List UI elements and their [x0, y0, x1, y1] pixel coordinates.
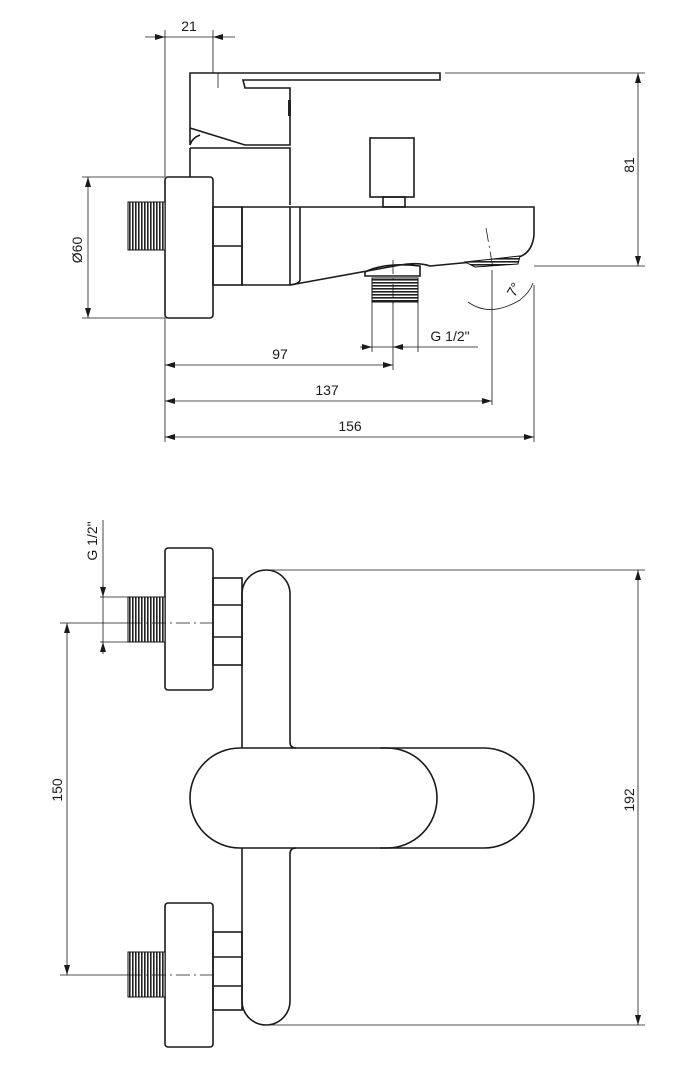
dim-spout-angle-label: 7°	[503, 280, 524, 300]
dim-spout-outlet-label: 137	[315, 382, 339, 398]
dim-outlet-thread-label: G 1/2"	[430, 328, 469, 344]
dim-flange-diameter-label: Ø60	[69, 237, 85, 264]
dimension-height: 81	[445, 72, 645, 267]
dimension-lengths: 97 137 156 G 1/2"	[164, 270, 535, 442]
side-view: 21 81 Ø60 97 137 156 G 1/2"	[69, 18, 645, 442]
dimension-total-height: 192	[266, 569, 645, 1026]
faucet-front-outline	[127, 547, 535, 1048]
front-view: G 1/2" 150 192	[49, 520, 645, 1048]
dim-outlet-distance-label: 97	[272, 346, 288, 362]
dimension-flange-diameter: Ø60	[69, 176, 165, 319]
faucet-side-outline	[127, 72, 535, 319]
dim-front-thread-label: G 1/2"	[84, 521, 100, 560]
dimension-flange-depth: 21	[145, 18, 235, 177]
dim-total-length-label: 156	[338, 418, 362, 434]
dim-height-label: 81	[621, 157, 637, 173]
dim-connection-spacing-label: 150	[49, 778, 65, 802]
dim-total-height-label: 192	[621, 788, 637, 812]
dimension-spout-angle: 7°	[467, 280, 534, 310]
dimension-front-thread: G 1/2"	[84, 520, 128, 654]
dimension-connection-spacing: 150	[49, 622, 128, 976]
dim-flange-depth-label: 21	[181, 18, 197, 34]
